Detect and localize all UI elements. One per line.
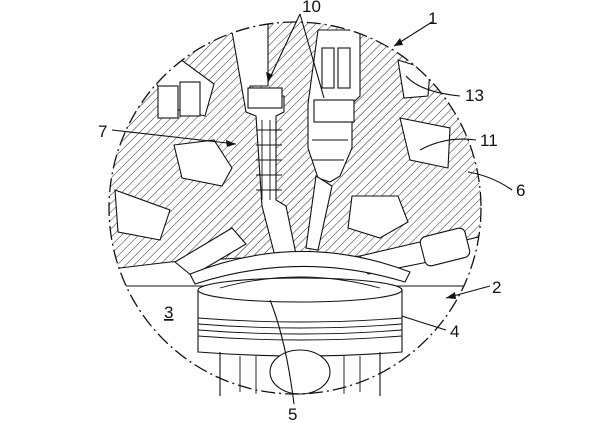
injector-collar (313, 99, 355, 123)
detail-circle (108, 21, 482, 395)
piston (197, 276, 403, 396)
leader-lines (111, 13, 513, 405)
label-13: 13 (465, 86, 484, 105)
spark-plug (229, 22, 297, 261)
left-valve-stem-a (157, 85, 179, 119)
label-3: 3 (164, 303, 173, 322)
label-11: 11 (480, 131, 498, 150)
spark-plug-hex (247, 87, 283, 109)
combustion-chamber-roof (189, 250, 411, 285)
label-4: 4 (450, 322, 459, 341)
label-7: 7 (98, 122, 107, 141)
right-port (399, 117, 451, 169)
left-lower-cavity (114, 189, 171, 241)
label-2: 2 (492, 278, 501, 297)
label-5: 5 (288, 405, 297, 423)
injector-nozzle (305, 175, 333, 251)
label-10: 10 (302, 0, 321, 16)
intake-valve (174, 227, 247, 277)
right-upper-channel (397, 59, 431, 99)
left-valve-stem-b (179, 81, 201, 117)
label-1: 1 (428, 9, 437, 28)
injector-connector-a (321, 47, 335, 89)
injector-connector-b (337, 47, 351, 89)
label-6: 6 (516, 181, 525, 200)
right-exhaust-port (347, 195, 409, 239)
exhaust-valve-spring (419, 227, 471, 267)
piston-pin (269, 349, 331, 395)
